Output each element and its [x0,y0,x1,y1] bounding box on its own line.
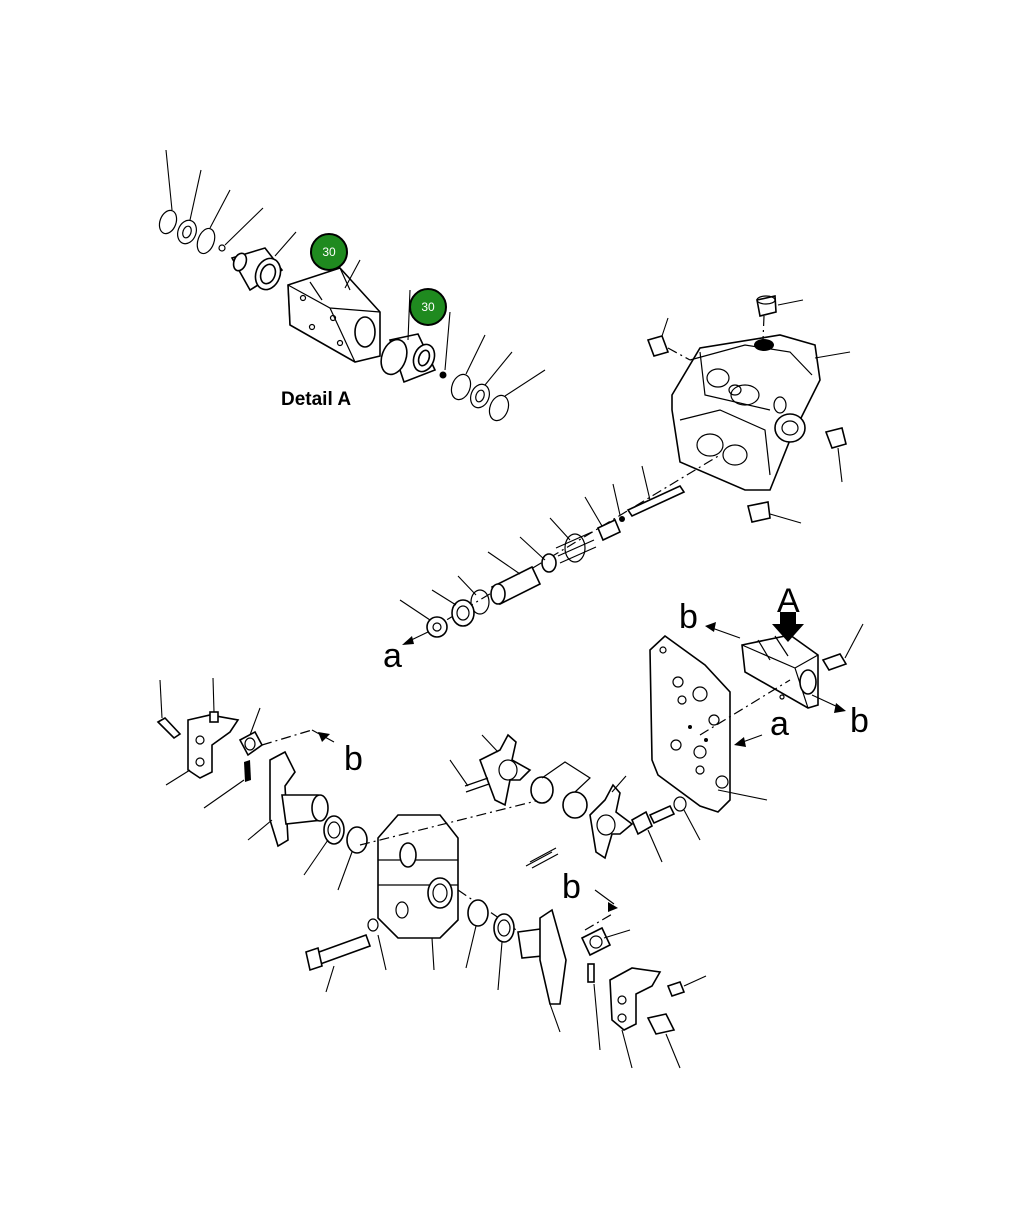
snap-ring-left [158,149,178,235]
small-block [699,612,864,747]
callout-30-lower[interactable]: 30 [409,288,447,326]
plug-left [646,317,691,361]
ref-letter-b-lower-right: b [562,868,581,906]
valve-block-detail-a [287,259,381,363]
o-ring-left [196,189,231,255]
ref-letter-b-lower-left: b [344,740,363,778]
o-ring-right [450,334,486,401]
view-label-a: A [777,582,800,620]
callout-30-upper[interactable]: 30 [310,233,348,271]
callout-label: 30 [322,245,336,259]
washer-right [469,351,513,409]
detail-a-group: 30 30 Detail A [158,149,546,422]
small-ball-left [218,207,264,252]
spool-sleeve-right [380,289,437,384]
plug-top [756,295,804,341]
gasket-plate [649,634,768,813]
plug-bottom [747,501,802,524]
plug-right [824,427,847,483]
callout-label: 30 [421,300,435,314]
washer-left [176,169,202,245]
ref-letter-a-left: a [383,637,402,675]
small-ball-right [439,311,451,379]
ref-letter-a-right: a [770,705,789,743]
spool-train [399,454,721,645]
snap-ring-right [488,369,546,422]
lower-linkage [156,677,707,1069]
ref-letter-b-block-left: b [679,598,698,636]
valve-body-upper [671,334,851,491]
ref-letter-b-block-right: b [850,702,869,740]
detail-a-title: Detail A [281,389,351,410]
spool-sleeve-left [230,231,297,292]
